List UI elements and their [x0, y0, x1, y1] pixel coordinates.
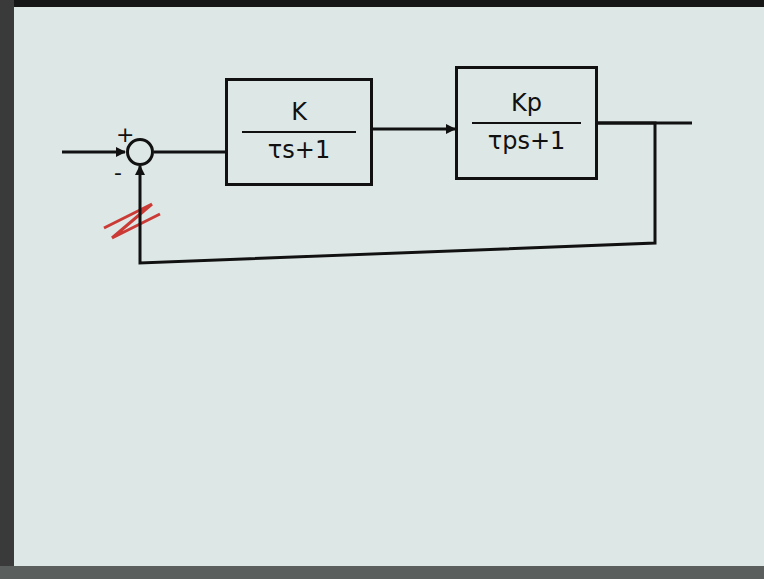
- frame-bar: [0, 566, 764, 579]
- signal-line: [373, 128, 455, 131]
- numerator: Kp: [511, 90, 542, 118]
- loop-break-mark: [104, 204, 160, 238]
- fraction-bar: [472, 122, 581, 124]
- denominator: τs+1: [268, 137, 330, 165]
- fraction-bar: [242, 131, 356, 133]
- frame-bar: [0, 0, 14, 579]
- sign-label: -: [114, 162, 122, 184]
- transfer-function-box: Kτs+1: [225, 78, 373, 186]
- frame-bar: [0, 0, 764, 7]
- input-arrow: [62, 151, 125, 154]
- denominator: τps+1: [488, 128, 566, 156]
- numerator: K: [291, 99, 307, 127]
- sign-label: +: [116, 124, 134, 146]
- transfer-function-box: Kp τps+1: [455, 66, 598, 180]
- summing-junction: +-: [126, 138, 154, 166]
- signal-line: [154, 151, 225, 154]
